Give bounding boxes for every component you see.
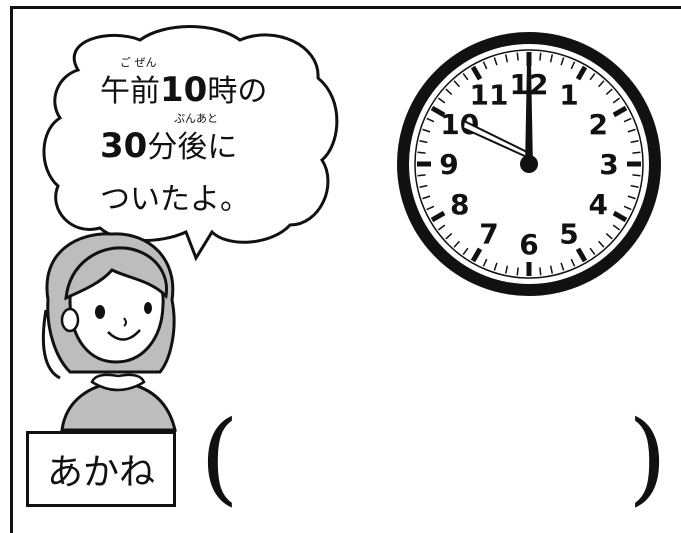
minute-tick (570, 61, 576, 70)
minute-tick (516, 52, 519, 61)
minute-tick (549, 265, 554, 274)
minute-tick (539, 52, 542, 61)
minute-tick (422, 128, 431, 133)
minute-tick (482, 258, 488, 267)
minute-tick (482, 61, 488, 70)
answer-close-paren: ) (628, 399, 668, 516)
hour-tick (612, 105, 628, 118)
minute-tick (612, 224, 621, 231)
minute-tick (570, 258, 576, 267)
minute-tick (630, 184, 639, 189)
hour-tick (612, 210, 628, 223)
clock-number-3: 3 (599, 148, 618, 181)
clock-number-11: 11 (470, 79, 509, 112)
minute-tick (504, 265, 509, 274)
minute-tick (612, 97, 621, 104)
minute-tick (627, 195, 636, 200)
minute-tick (560, 262, 565, 271)
speech-bubble (42, 25, 339, 262)
minute-tick (504, 54, 509, 63)
minute-tick (632, 151, 641, 154)
minute-tick (426, 117, 435, 123)
minute-tick (589, 72, 596, 81)
hour-tick (575, 65, 588, 81)
answer-blank[interactable] (245, 420, 625, 500)
ruby-gozen: ご ぜん (120, 56, 157, 69)
minute-tick (437, 97, 446, 104)
clock-number-7: 7 (479, 217, 498, 250)
minute-hand (525, 62, 533, 168)
minute-tick (453, 240, 460, 248)
bubble-line-1: 午前10時の (100, 66, 267, 110)
hour-tick (470, 65, 483, 81)
ruby-fungo: ぷんあと (174, 112, 218, 125)
minute-tick (632, 174, 641, 177)
clock-number-1: 1 (559, 79, 578, 112)
minute-tick (539, 267, 542, 276)
text-tsuitayo: ついたよ。 (100, 182, 250, 217)
minute-tick (453, 80, 460, 88)
minute-tick (462, 247, 469, 256)
minute-tick (426, 205, 435, 211)
worksheet-frame (10, 6, 681, 533)
minute-tick (445, 233, 453, 240)
clock-number-9: 9 (439, 148, 458, 181)
minute-number: 30 (100, 126, 148, 166)
minute-tick (605, 88, 613, 95)
clock-number-5: 5 (559, 217, 578, 250)
clock-center (520, 155, 538, 173)
minute-tick (422, 195, 431, 200)
clock-number-8: 8 (450, 188, 469, 221)
name-label: あかね (46, 452, 155, 493)
minute-tick (417, 174, 426, 177)
bubble-line-3: ついたよ。 (100, 174, 250, 218)
minute-tick (605, 233, 613, 240)
hour-tick (430, 210, 446, 223)
name-tag: あかね (26, 431, 176, 507)
text-gozen: 午前 (100, 74, 160, 109)
text-fungo: 分後に (147, 130, 238, 165)
clock-number-2: 2 (589, 108, 608, 141)
minute-tick (598, 80, 605, 88)
minute-tick (549, 54, 554, 63)
clock-number-4: 4 (589, 188, 608, 221)
minute-tick (419, 184, 428, 189)
minute-tick (627, 128, 636, 133)
bubble-line-2: 30分後に (100, 122, 237, 166)
girl-character (41, 232, 177, 432)
minute-tick (462, 72, 469, 81)
analog-clock: 121234567891011 (397, 32, 661, 296)
minute-tick (445, 88, 453, 95)
hour-number: 10 (160, 70, 208, 110)
minute-tick (493, 262, 498, 271)
minute-tick (493, 57, 498, 66)
answer-open-paren: ( (200, 399, 240, 516)
minute-tick (623, 205, 632, 211)
minute-tick (589, 247, 596, 256)
minute-tick (598, 240, 605, 248)
text-jino: 時の (207, 74, 268, 109)
clock-number-6: 6 (519, 228, 538, 261)
minute-tick (623, 117, 632, 123)
minute-tick (516, 267, 519, 276)
bubble-text: ご ぜん 午前10時の ぷんあと 30分後に ついたよ。 (100, 48, 320, 238)
hour-tick (575, 247, 588, 263)
hour-tick (430, 105, 446, 118)
minute-tick (417, 151, 426, 154)
minute-tick (560, 57, 565, 66)
hour-tick (470, 247, 483, 263)
minute-tick (630, 139, 639, 144)
minute-tick (419, 139, 428, 144)
minute-tick (437, 224, 446, 231)
